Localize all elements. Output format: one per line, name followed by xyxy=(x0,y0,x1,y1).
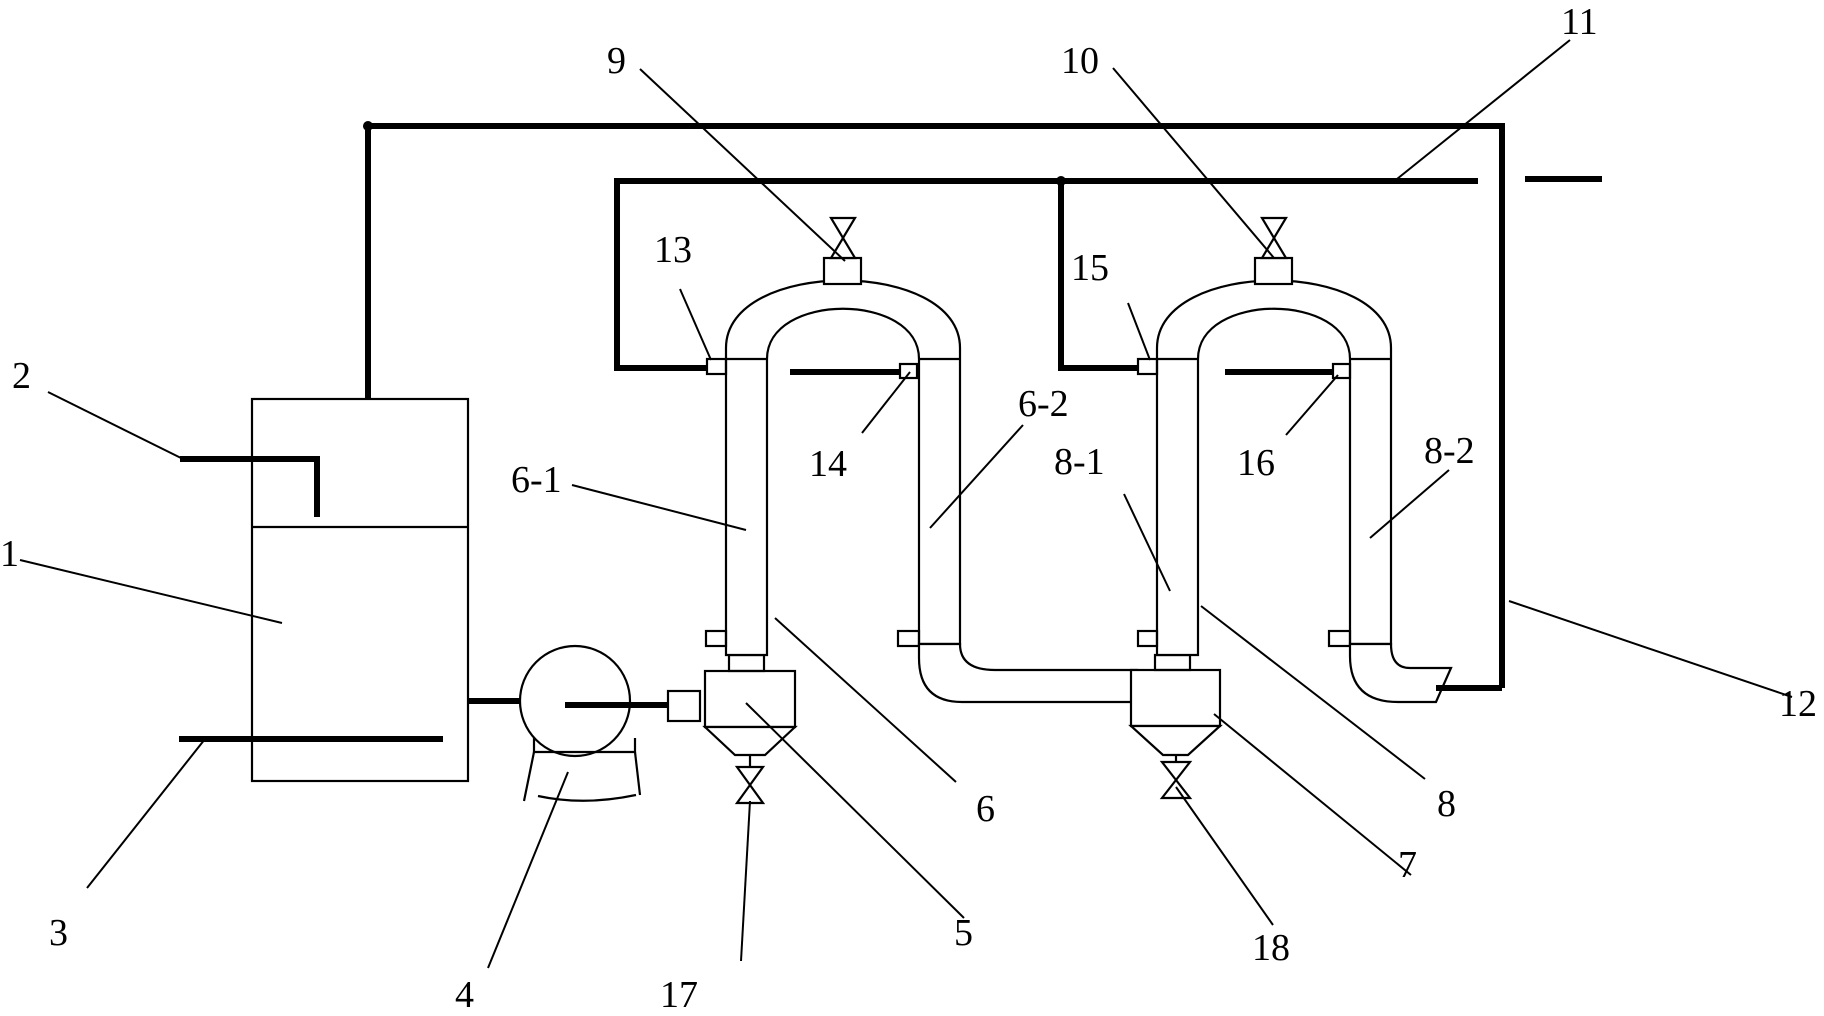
outlet-elbow xyxy=(1348,642,1502,704)
label-3: 3 xyxy=(49,912,68,954)
separator-2 xyxy=(1128,653,1223,757)
label-8-1: 8-1 xyxy=(1054,441,1105,483)
separator-1 xyxy=(702,653,798,757)
label-15: 15 xyxy=(1071,247,1109,289)
label-4: 4 xyxy=(455,974,474,1016)
reactor-6 xyxy=(704,216,962,657)
reactor-8 xyxy=(1136,216,1393,657)
label-12: 12 xyxy=(1779,683,1817,725)
label-18: 18 xyxy=(1252,927,1290,969)
drain-valve-18 xyxy=(1159,755,1193,800)
label-13: 13 xyxy=(654,229,692,271)
label-6-2: 6-2 xyxy=(1018,383,1069,425)
label-6: 6 xyxy=(976,788,995,830)
leader-lines xyxy=(19,39,1793,969)
label-1: 1 xyxy=(0,533,19,575)
pump xyxy=(468,644,702,802)
drain-valve-17 xyxy=(734,755,766,805)
label-2: 2 xyxy=(12,355,31,397)
label-10: 10 xyxy=(1061,40,1099,82)
inlet-pipe xyxy=(180,456,320,517)
label-7: 7 xyxy=(1398,844,1417,886)
gas-header-line xyxy=(614,176,1602,371)
label-5: 5 xyxy=(954,912,973,954)
label-14: 14 xyxy=(809,443,847,485)
label-17: 17 xyxy=(660,974,698,1016)
label-8: 8 xyxy=(1437,783,1456,825)
tank xyxy=(250,397,470,783)
label-11: 11 xyxy=(1561,1,1598,43)
label-6-1: 6-1 xyxy=(511,459,562,501)
label-9: 9 xyxy=(607,40,626,82)
connecting-pipe xyxy=(917,642,1139,704)
label-8-2: 8-2 xyxy=(1424,430,1475,472)
label-16: 16 xyxy=(1237,442,1275,484)
